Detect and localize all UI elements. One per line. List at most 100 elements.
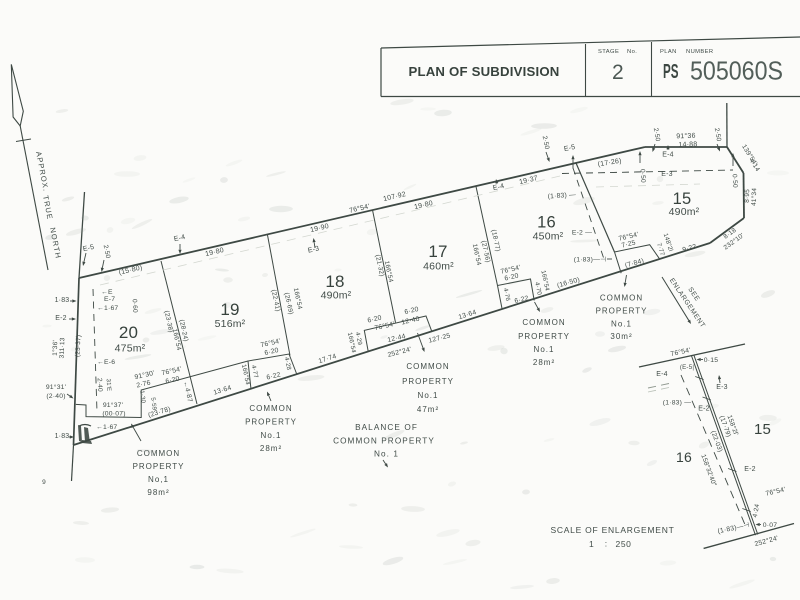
svg-text:E-2: E-2 xyxy=(55,315,67,322)
svg-text:(26·69): (26·69) xyxy=(283,292,294,315)
svg-text:←E-6: ←E-6 xyxy=(97,359,115,366)
svg-text:505060S: 505060S xyxy=(690,56,783,86)
svg-text:(21·32): (21·32) xyxy=(374,254,385,277)
svg-text:4·70: 4·70 xyxy=(533,282,543,297)
svg-text:6·20: 6·20 xyxy=(504,273,520,283)
svg-text:No,1: No,1 xyxy=(148,475,169,484)
svg-text:47m²: 47m² xyxy=(417,405,439,414)
svg-text:(23·38): (23·38) xyxy=(163,310,174,333)
svg-text::: : xyxy=(605,539,608,549)
svg-text:107·92: 107·92 xyxy=(383,191,407,203)
svg-text:1·83: 1·83 xyxy=(55,433,70,440)
svg-text:2·50: 2·50 xyxy=(541,135,551,150)
svg-text:19: 19 xyxy=(220,300,239,319)
svg-text:31'E: 31'E xyxy=(105,378,112,391)
svg-text:41°34: 41°34 xyxy=(750,188,759,207)
svg-text:6·20: 6·20 xyxy=(264,347,280,357)
svg-text:No. 1: No. 1 xyxy=(374,450,399,459)
svg-text:←1·67: ←1·67 xyxy=(96,424,117,431)
svg-text:No.1: No.1 xyxy=(418,391,439,400)
svg-text:6·20: 6·20 xyxy=(404,306,420,316)
svg-text:←E: ←E xyxy=(101,289,113,296)
svg-text:0·07: 0·07 xyxy=(763,522,777,529)
svg-text:8·95: 8·95 xyxy=(744,189,751,203)
svg-text:1°36': 1°36' xyxy=(51,340,60,356)
svg-text:516m²: 516m² xyxy=(215,318,246,330)
svg-text:2·50: 2·50 xyxy=(652,127,661,142)
svg-text:0·50: 0·50 xyxy=(731,174,739,188)
svg-text:COMMON PROPERTY: COMMON PROPERTY xyxy=(333,437,435,446)
svg-text:E-5: E-5 xyxy=(563,144,576,153)
svg-text:19·37: 19·37 xyxy=(519,175,539,186)
svg-text:No.1: No.1 xyxy=(534,345,555,354)
svg-text:1·30: 1·30 xyxy=(138,390,146,404)
svg-text:6·20: 6·20 xyxy=(367,315,383,325)
svg-text:(7·84): (7·84) xyxy=(624,258,644,270)
svg-text:NUMBER: NUMBER xyxy=(686,49,714,55)
svg-text:4·29: 4·29 xyxy=(354,332,364,347)
svg-text:PROPERTY: PROPERTY xyxy=(133,462,185,471)
svg-text:4·28: 4·28 xyxy=(283,357,293,372)
svg-text:COMMON: COMMON xyxy=(522,318,565,327)
svg-text:2·50: 2·50 xyxy=(102,244,112,259)
svg-text:12·44: 12·44 xyxy=(387,333,407,344)
svg-text:12·40: 12·40 xyxy=(401,316,421,327)
svg-text:19·80: 19·80 xyxy=(414,200,434,211)
svg-text:PROPERTY: PROPERTY xyxy=(402,377,454,386)
svg-text:COMMON: COMMON xyxy=(249,404,292,413)
svg-text:311·13: 311·13 xyxy=(59,337,67,358)
svg-text:PROPERTY: PROPERTY xyxy=(596,307,648,316)
svg-text:No.1: No.1 xyxy=(611,320,632,329)
svg-text:18: 18 xyxy=(325,272,344,291)
svg-text:6·20: 6·20 xyxy=(165,376,181,386)
svg-text:17: 17 xyxy=(428,242,447,261)
svg-text:28m²: 28m² xyxy=(260,444,282,453)
svg-text:COMMON: COMMON xyxy=(600,294,643,303)
svg-text:30m²: 30m² xyxy=(610,332,632,341)
svg-text:E-3: E-3 xyxy=(716,384,728,391)
svg-text:9: 9 xyxy=(42,479,46,486)
svg-text:91°37': 91°37' xyxy=(103,401,123,409)
svg-text:(2·40): (2·40) xyxy=(46,393,65,400)
svg-text:15: 15 xyxy=(754,421,771,438)
svg-text:166°54: 166°54 xyxy=(240,364,251,386)
svg-text:6·22: 6·22 xyxy=(266,372,282,382)
svg-text:(23·37): (23·37) xyxy=(74,335,82,358)
svg-text:1: 1 xyxy=(589,539,594,549)
svg-text:(17·26): (17·26) xyxy=(597,158,622,169)
svg-text:E-2: E-2 xyxy=(744,466,756,473)
svg-text:460m²: 460m² xyxy=(423,261,454,273)
svg-text:2·50: 2·50 xyxy=(713,127,722,142)
svg-text:No.1: No.1 xyxy=(261,431,282,440)
svg-text:(22·41): (22·41) xyxy=(270,289,281,312)
svg-text:E-4: E-4 xyxy=(173,234,186,243)
svg-text:PLAN: PLAN xyxy=(660,49,677,55)
svg-text:E-3: E-3 xyxy=(307,245,320,254)
svg-text:490m²: 490m² xyxy=(321,290,352,302)
svg-text:PS: PS xyxy=(663,61,679,83)
svg-text:0·60: 0·60 xyxy=(131,299,139,313)
svg-text:2·40: 2·40 xyxy=(96,378,104,392)
svg-text:475m²: 475m² xyxy=(115,343,146,355)
svg-text:4·77: 4·77 xyxy=(250,365,260,380)
svg-text:250: 250 xyxy=(616,539,632,549)
svg-text:7·25: 7·25 xyxy=(621,240,637,250)
svg-text:14·88: 14·88 xyxy=(678,141,697,149)
svg-text:4·76: 4·76 xyxy=(502,288,512,303)
svg-text:(28·24): (28·24) xyxy=(178,319,189,342)
svg-text:(18·77): (18·77) xyxy=(490,229,501,252)
svg-text:PLAN OF SUBDIVISION: PLAN OF SUBDIVISION xyxy=(408,64,559,79)
svg-text:E-4: E-4 xyxy=(492,183,505,192)
svg-text:No.: No. xyxy=(627,49,637,55)
svg-text:COMMON: COMMON xyxy=(406,362,449,371)
svg-text:490m²: 490m² xyxy=(669,206,700,218)
svg-text:2: 2 xyxy=(612,61,624,84)
svg-text:28m²: 28m² xyxy=(533,358,555,367)
svg-text:←4·87: ←4·87 xyxy=(182,380,193,402)
svg-text:166°54: 166°54 xyxy=(346,332,357,354)
svg-text:2·76: 2·76 xyxy=(136,380,152,390)
svg-text:PROPERTY: PROPERTY xyxy=(518,332,570,341)
svg-text:5·59: 5·59 xyxy=(149,397,157,411)
svg-text:15: 15 xyxy=(673,190,692,208)
svg-text:19·80: 19·80 xyxy=(205,247,225,258)
